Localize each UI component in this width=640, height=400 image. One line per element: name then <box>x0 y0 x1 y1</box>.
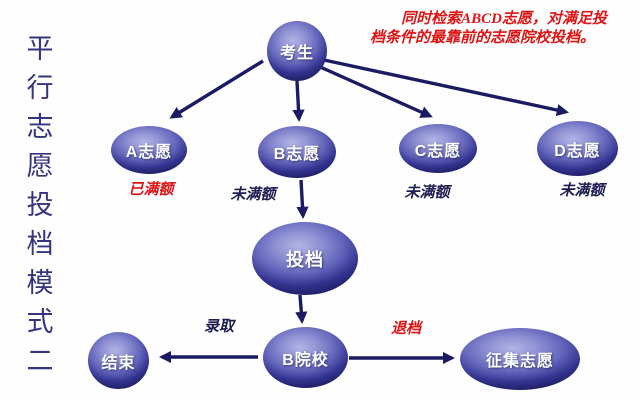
arrow-candidate-to-a <box>169 59 264 119</box>
node-file-label: 投档 <box>286 249 324 270</box>
annotation-line-2: 档条件的最靠前的志愿院校投档。 <box>370 30 596 46</box>
status-b-not-full: 未满额 <box>230 187 276 203</box>
node-end-label: 结束 <box>101 354 136 372</box>
title-char: 志 <box>26 112 54 142</box>
title-char: 投 <box>26 190 54 220</box>
arrow-file-to-college-b <box>295 294 308 325</box>
title-char: 二 <box>26 346 54 376</box>
title-char: 式 <box>26 307 54 337</box>
node-choice-c: C志愿 <box>399 124 477 173</box>
node-choice-d: D志愿 <box>537 121 618 176</box>
node-choice-b: B志愿 <box>258 126 336 178</box>
node-end: 结束 <box>88 332 149 389</box>
node-collect-label: 征集志愿 <box>485 353 554 370</box>
status-a-full: 已满额 <box>128 182 174 198</box>
node-choice-b-label: B志愿 <box>273 146 321 163</box>
node-collect: 征集志愿 <box>460 328 580 390</box>
node-choice-d-label: D志愿 <box>554 142 601 160</box>
title-char: 愿 <box>26 151 54 181</box>
title-char: 平 <box>26 34 54 64</box>
node-college-b-label: B院校 <box>282 351 329 369</box>
node-choice-c-label: C志愿 <box>414 142 462 160</box>
title-char: 行 <box>26 73 54 103</box>
node-choice-a: A志愿 <box>111 126 187 174</box>
title-char: 档 <box>26 229 54 259</box>
arrow-candidate-to-d <box>323 58 569 117</box>
node-choice-a-label: A志愿 <box>125 144 173 161</box>
arrow-candidate-to-b <box>292 80 305 123</box>
status-c-not-full: 未满额 <box>404 185 450 201</box>
arrow-candidate-to-c <box>317 64 433 118</box>
node-college-b: B院校 <box>263 327 348 388</box>
edge-label-admit: 录取 <box>203 319 235 335</box>
status-d-not-full: 未满额 <box>559 183 605 199</box>
node-candidate: 考生 <box>267 21 327 81</box>
diagram-title: 平 行 志 愿 投 档 模 式 二 <box>20 27 60 378</box>
annotation-line-1: 同时检索ABCD志愿，对满足投 <box>401 11 607 27</box>
node-file: 投档 <box>252 222 358 295</box>
annotation-note: 同时检索ABCD志愿，对满足投 档条件的最靠前的志愿院校投档。 <box>370 10 638 48</box>
title-char: 模 <box>26 268 54 298</box>
node-candidate-label: 考生 <box>279 45 314 62</box>
arrow-b-to-file <box>296 179 309 220</box>
edge-label-reject: 退档 <box>390 321 422 337</box>
